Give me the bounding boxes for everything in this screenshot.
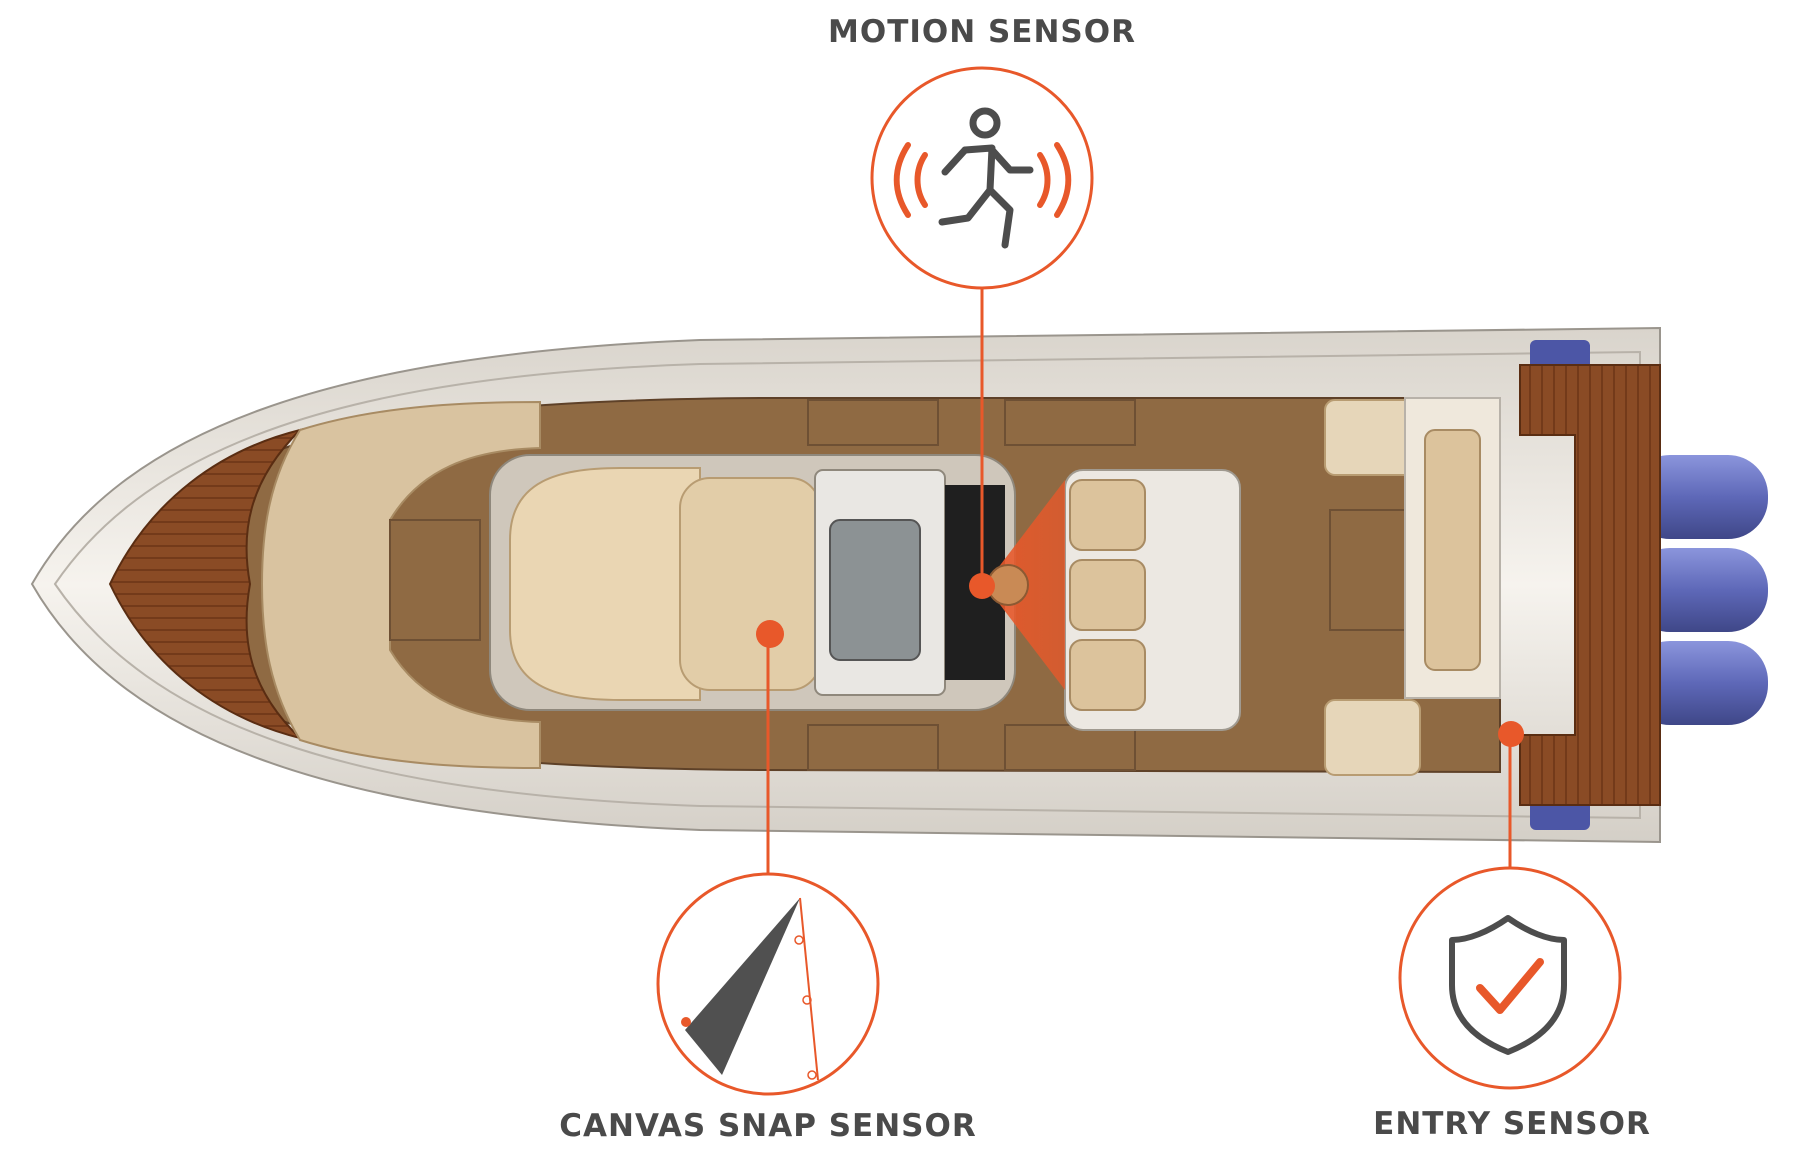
bow-seating	[260, 400, 541, 770]
canvas-snap-sensor-callout[interactable]	[656, 872, 880, 1096]
canvas-snap-sensor-label: CANVAS SNAP SENSOR	[559, 1108, 977, 1144]
center-console	[489, 454, 1016, 711]
motion-sensor-marker[interactable]	[969, 573, 995, 599]
entry-sensor-callout[interactable]	[1398, 866, 1622, 1090]
entry-sensor-marker[interactable]	[1498, 721, 1524, 747]
canvas-sensor-marker[interactable]	[756, 620, 784, 648]
engine-middle	[1630, 548, 1768, 632]
motion-sensor-callout[interactable]	[870, 66, 1094, 290]
canvas-snap-icon	[681, 897, 819, 1081]
engine-bottom	[1630, 641, 1768, 725]
shield-check-icon	[1449, 915, 1567, 1055]
engine-top	[1630, 455, 1768, 539]
entry-sensor-label: ENTRY SENSOR	[1373, 1106, 1651, 1142]
motion-sensor-label: MOTION SENSOR	[828, 14, 1136, 50]
running-person-icon	[938, 107, 1034, 249]
bow-teak	[108, 428, 304, 740]
helm-seats	[1064, 469, 1241, 731]
